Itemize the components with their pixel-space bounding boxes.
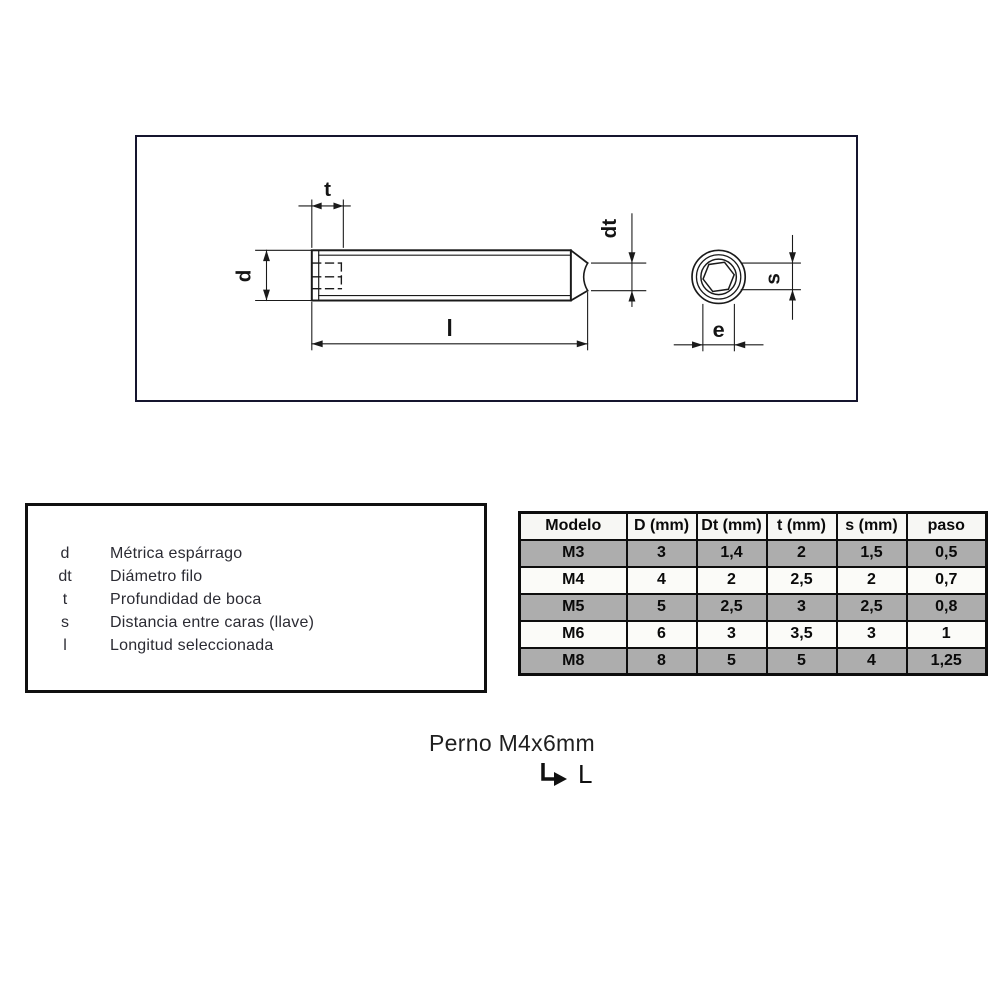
- dim-label-t: t: [324, 178, 331, 201]
- table-row-m3: M3 3 1,4 2 1,5 0,5: [518, 538, 988, 568]
- spec-table-container: Modelo D (mm) Dt (mm) t (mm) s (mm) paso…: [518, 511, 988, 676]
- col-header-dt: Dt (mm): [695, 511, 768, 541]
- cell-d: 6: [625, 619, 698, 649]
- cell-dt: 3: [695, 619, 768, 649]
- cell-d: 4: [625, 565, 698, 595]
- legend-description: Métrica espárrago: [110, 545, 243, 562]
- length-letter: L: [578, 759, 593, 789]
- cell-t: 3,5: [765, 619, 838, 649]
- legend-description: Longitud seleccionada: [110, 637, 274, 654]
- legend-symbol: l: [63, 637, 67, 654]
- cell-paso: 1,25: [905, 646, 988, 676]
- dim-label-dt: dt: [598, 219, 621, 239]
- table-header-row: Modelo D (mm) Dt (mm) t (mm) s (mm) paso: [518, 511, 988, 541]
- dim-label-s: s: [762, 273, 785, 285]
- dimension-dt: [591, 213, 647, 307]
- legend-item-d: d Métrica espárrago: [28, 542, 484, 565]
- legend-item-s: s Distancia entre caras (llave): [28, 611, 484, 634]
- cell-d: 3: [625, 538, 698, 568]
- legend-item-l: l Longitud seleccionada: [28, 634, 484, 657]
- table-row-m4: M4 4 2 2,5 2 0,7: [518, 565, 988, 595]
- cell-t: 3: [765, 592, 838, 622]
- dimension-d: [255, 249, 313, 302]
- cell-paso: 0,8: [905, 592, 988, 622]
- legend-symbol: s: [61, 614, 69, 631]
- length-indicator: L: [540, 760, 592, 790]
- cell-dt: 2: [695, 565, 768, 595]
- cell-dt: 1,4: [695, 538, 768, 568]
- legend-symbol: t: [62, 591, 68, 608]
- legend-symbol: d: [60, 545, 70, 562]
- cell-dt: 2,5: [695, 592, 768, 622]
- col-header-s: s (mm): [835, 511, 908, 541]
- table-row-m5: M5 5 2,5 3 2,5 0,8: [518, 592, 988, 622]
- dimension-l: [311, 292, 589, 351]
- legend-description: Distancia entre caras (llave): [110, 614, 315, 631]
- cell-d: 5: [625, 592, 698, 622]
- cell-dt: 5: [695, 646, 768, 676]
- cell-d: 8: [625, 646, 698, 676]
- cell-s: 4: [835, 646, 908, 676]
- spec-table: Modelo D (mm) Dt (mm) t (mm) s (mm) paso…: [518, 511, 988, 676]
- legend-item-dt: dt Diámetro filo: [28, 565, 484, 588]
- cell-t: 2,5: [765, 565, 838, 595]
- cell-paso: 0,5: [905, 538, 988, 568]
- legend-item-t: t Profundidad de boca: [28, 588, 484, 611]
- corner-arrow-icon: [541, 763, 567, 786]
- legend-panel: d Métrica espárrago dt Diámetro filo t P…: [25, 503, 487, 693]
- cell-paso: 1: [905, 619, 988, 649]
- cell-t: 5: [765, 646, 838, 676]
- cell-modelo: M6: [518, 619, 628, 649]
- legend-description: Diámetro filo: [110, 568, 203, 585]
- cell-modelo: M4: [518, 565, 628, 595]
- cell-s: 2: [835, 565, 908, 595]
- col-header-modelo: Modelo: [518, 511, 628, 541]
- dim-label-d: d: [233, 270, 256, 283]
- legend-description: Profundidad de boca: [110, 591, 262, 608]
- cell-modelo: M3: [518, 538, 628, 568]
- dim-label-l: l: [447, 315, 453, 341]
- cell-s: 1,5: [835, 538, 908, 568]
- cell-modelo: M5: [518, 592, 628, 622]
- cell-modelo: M8: [518, 646, 628, 676]
- hex-socket: [702, 261, 736, 293]
- set-screw-diagram: t d l dt: [233, 178, 801, 352]
- col-header-d: D (mm): [625, 511, 698, 541]
- hex-socket-hidden-lines: [312, 262, 343, 290]
- cell-s: 3: [835, 619, 908, 649]
- cell-paso: 0,7: [905, 565, 988, 595]
- cell-t: 2: [765, 538, 838, 568]
- legend-symbol: dt: [58, 568, 72, 585]
- dimension-s: [740, 234, 801, 320]
- dimension-e: [673, 303, 764, 352]
- screw-side-view: [310, 249, 589, 302]
- table-row-m6: M6 6 3 3,5 3 1: [518, 619, 988, 649]
- cell-s: 2,5: [835, 592, 908, 622]
- product-title: Perno M4x6mm: [429, 730, 595, 756]
- screw-end-view: [691, 249, 747, 305]
- col-header-t: t (mm): [765, 511, 838, 541]
- dimension-t: [298, 199, 351, 248]
- col-header-paso: paso: [905, 511, 988, 541]
- drawing-panel: t d l dt: [135, 135, 858, 402]
- dim-label-e: e: [713, 317, 725, 342]
- table-row-m8: M8 8 5 5 4 1,25: [518, 646, 988, 676]
